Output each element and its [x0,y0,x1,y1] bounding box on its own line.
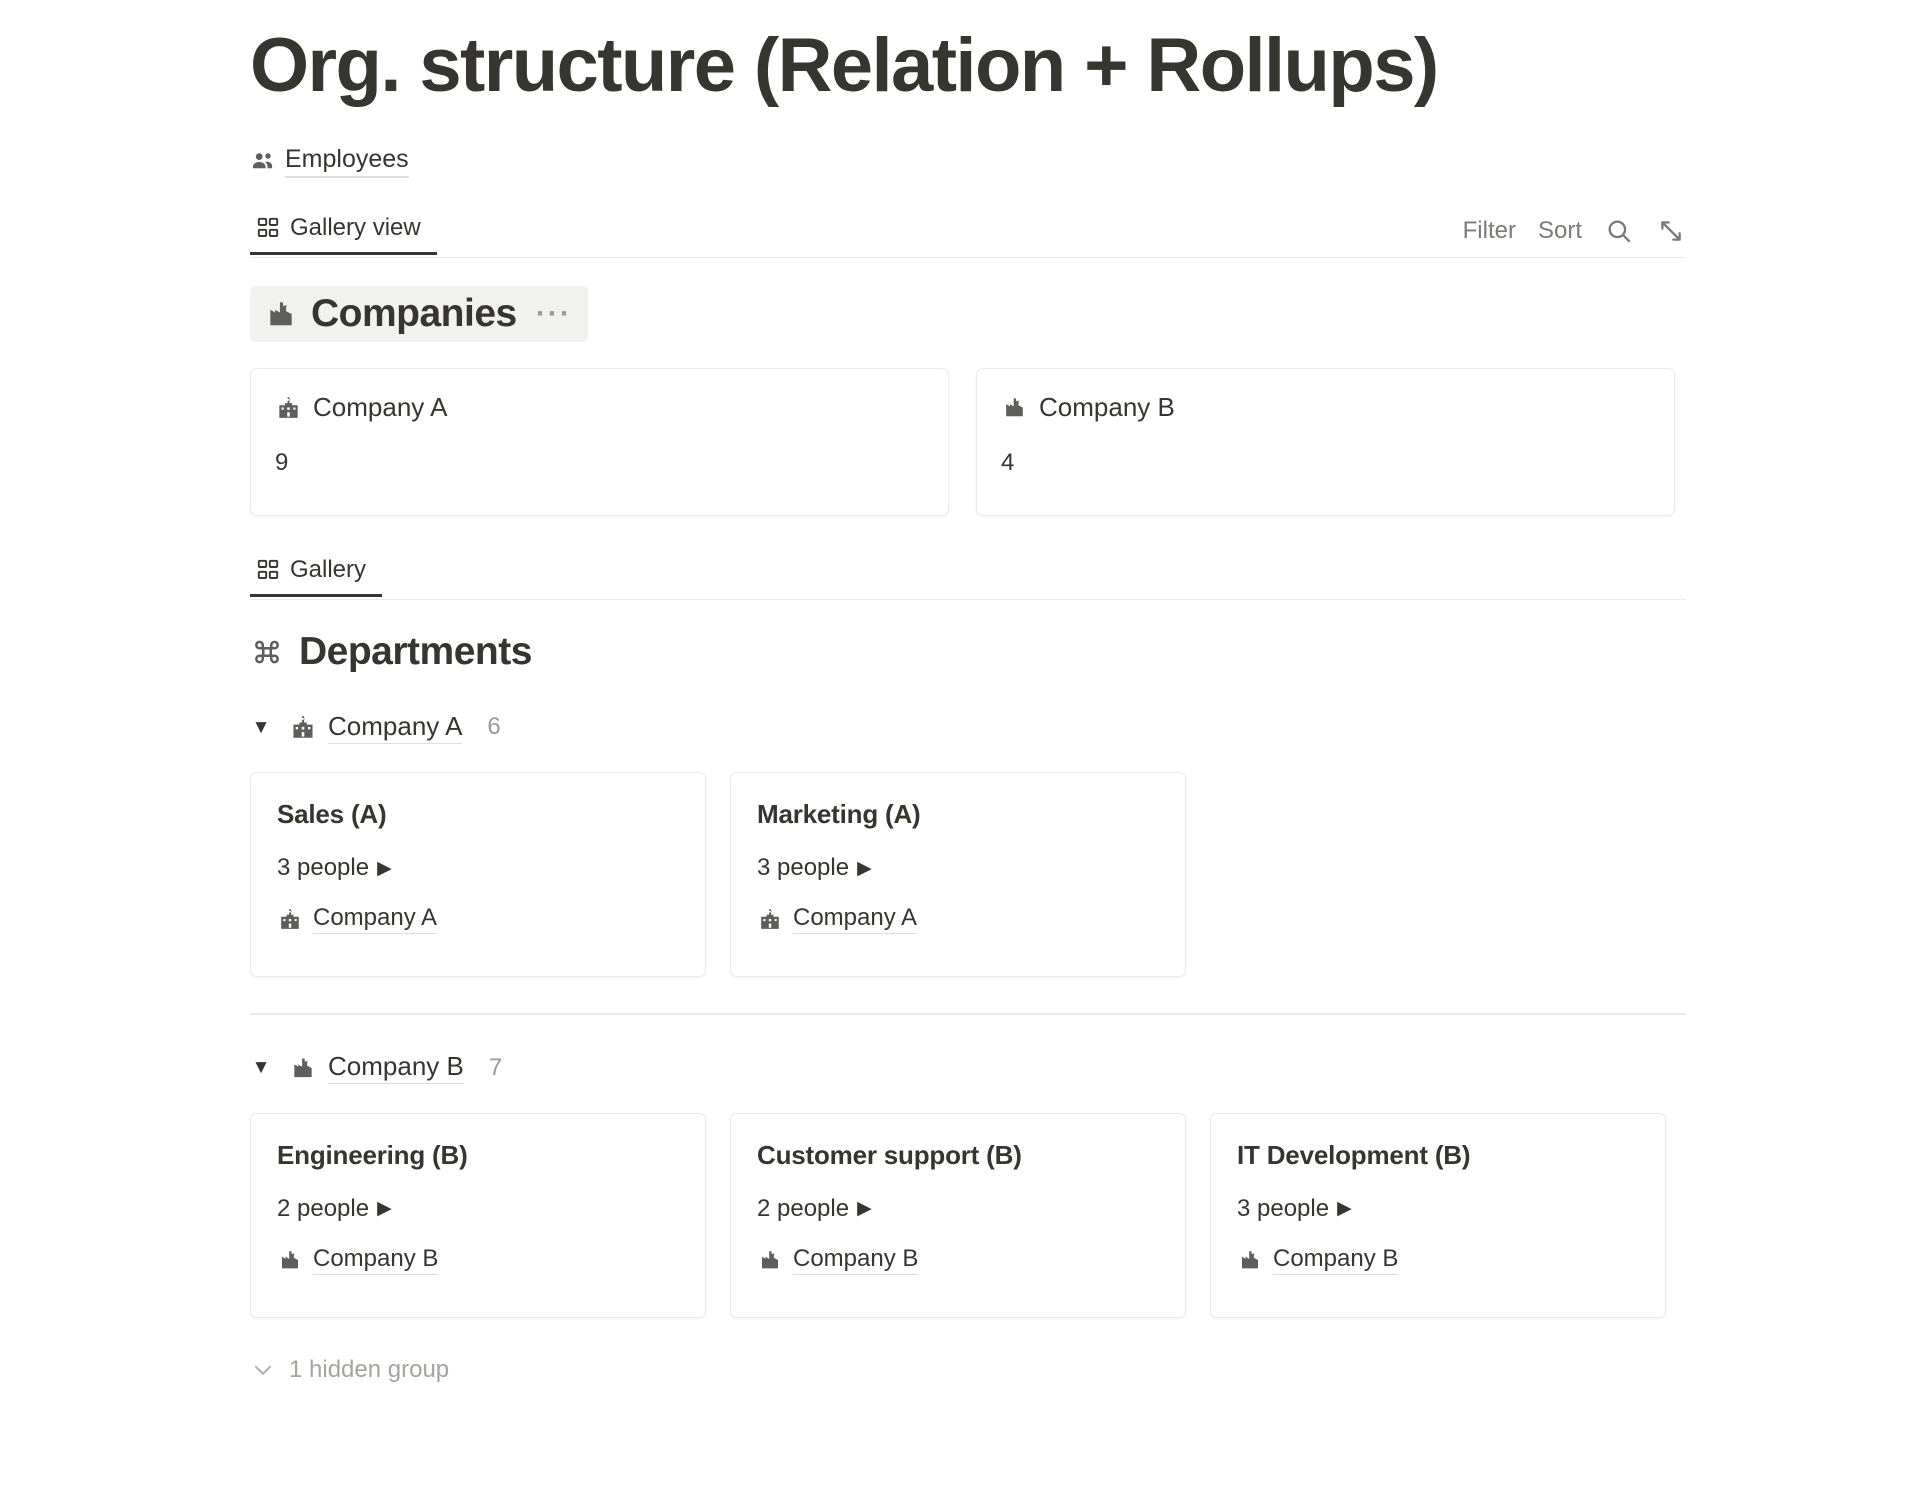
school-building-icon [289,714,316,741]
tab-gallery-view[interactable]: Gallery view [250,214,437,255]
sort-button[interactable]: Sort [1537,217,1582,244]
department-people-count: 2 people [757,1194,850,1222]
department-card[interactable]: Sales (A) 3 people ▶ [250,772,706,977]
department-name: IT Development (B) [1237,1139,1471,1170]
department-name: Sales (A) [277,799,387,829]
gallery-grid-icon [256,216,280,240]
department-people-rollup: 3 people ▶ [1237,1195,1639,1223]
page-content: Org. structure (Relation + Rollups) Empl… [250,28,1686,1384]
section-heading-companies-label: Companies [311,292,517,335]
school-building-icon [757,907,782,932]
department-people-count: 3 people [757,854,850,881]
expand-diagonal-icon[interactable] [1656,216,1686,246]
breadcrumb[interactable]: Employees [250,144,1686,178]
view-toolbar: Gallery view Filter Sort [250,210,1686,258]
search-icon[interactable] [1604,216,1634,246]
company-card[interactable]: Company A 9 [250,368,949,516]
group-header-company-a[interactable]: ▼ Company A 6 [250,708,1686,746]
page-title: Org. structure (Relation + Rollups) [250,23,1439,108]
department-company-label[interactable]: Company B [793,1245,919,1275]
hidden-group-toggle[interactable]: 1 hidden group [250,1356,1686,1384]
department-people-count: 3 people [1237,1194,1330,1222]
department-company-label[interactable]: Company A [793,904,918,934]
tab-gallery-view-label: Gallery view [290,214,421,241]
play-triangle-icon[interactable]: ▶ [1337,1198,1352,1219]
department-company-relation[interactable]: Company A [757,904,1159,934]
filter-button[interactable]: Filter [1462,217,1516,244]
department-name: Engineering (B) [277,1139,468,1170]
department-company-label[interactable]: Company B [1273,1245,1399,1275]
department-people-rollup: 2 people ▶ [757,1195,1159,1223]
company-card-name: Company B [1039,392,1175,422]
caret-down-icon[interactable]: ▼ [251,1057,271,1078]
department-company-relation[interactable]: Company B [1237,1245,1639,1275]
section-heading-companies[interactable]: Companies ··· [250,286,588,342]
departments-view-toolbar: Gallery [250,552,1686,600]
department-people-count: 3 people [277,854,370,881]
departments-gallery-company-b: Engineering (B) 2 people ▶ Company B Cus… [250,1112,1686,1318]
department-name: Customer support (B) [757,1139,1022,1170]
company-card-title-row: Company A [275,391,924,423]
department-people-rollup: 3 people ▶ [277,854,679,882]
companies-gallery: Company A 9 Company B 4 [250,368,1686,516]
department-people-rollup: 2 people ▶ [277,1195,679,1223]
department-company-relation[interactable]: Company A [277,904,679,934]
hidden-group-label: 1 hidden group [289,1355,450,1383]
view-tab-list: Gallery view [250,210,437,257]
department-people-rollup: 3 people ▶ [757,854,1159,882]
group-divider [250,1013,1686,1015]
factory-icon [1001,394,1027,420]
school-building-icon [277,907,302,932]
play-triangle-icon[interactable]: ▶ [857,1198,872,1219]
department-name: Marketing (A) [757,799,921,829]
group-header-company-b[interactable]: ▼ Company B 7 [250,1049,1686,1087]
command-icon [250,635,284,669]
tab-gallery-label: Gallery [290,556,367,583]
department-card[interactable]: Marketing (A) 3 people ▶ [730,772,1186,977]
chevron-down-icon [250,1357,276,1383]
play-triangle-icon[interactable]: ▶ [857,857,872,879]
notion-page: Org. structure (Relation + Rollups) Empl… [0,28,1916,1384]
gallery-grid-icon [256,558,280,582]
department-company-label[interactable]: Company B [313,1245,439,1275]
caret-down-icon[interactable]: ▼ [251,716,271,738]
factory-icon [264,297,298,331]
company-card-name: Company A [313,392,448,422]
section-heading-departments: Departments [250,630,532,674]
toolbar-actions: Filter Sort [1463,216,1686,257]
breadcrumb-label[interactable]: Employees [285,144,409,178]
play-triangle-icon[interactable]: ▶ [377,857,392,879]
more-options-icon[interactable]: ··· [535,297,572,330]
departments-gallery-company-a: Sales (A) 3 people ▶ [250,772,1686,977]
factory-icon [1237,1247,1262,1272]
company-card-value: 9 [275,449,289,476]
department-company-label[interactable]: Company A [313,904,438,934]
company-card-value: 4 [1001,449,1015,476]
tab-gallery[interactable]: Gallery [250,556,383,597]
school-building-icon [275,394,301,420]
department-company-relation[interactable]: Company B [277,1245,679,1275]
factory-icon [289,1054,316,1081]
people-group-icon [250,148,276,174]
factory-icon [277,1247,302,1272]
group-count: 6 [487,713,501,740]
company-card[interactable]: Company B 4 [976,368,1675,516]
factory-icon [757,1247,782,1272]
department-card[interactable]: Customer support (B) 2 people ▶ Company … [730,1112,1186,1318]
department-people-count: 2 people [277,1194,370,1222]
group-label[interactable]: Company B [328,1051,464,1084]
group-label[interactable]: Company A [328,711,463,744]
department-company-relation[interactable]: Company B [757,1245,1159,1275]
play-triangle-icon[interactable]: ▶ [377,1198,392,1219]
department-card[interactable]: Engineering (B) 2 people ▶ Company B [250,1112,706,1318]
section-heading-departments-label: Departments [299,630,532,673]
departments-view-tab-list: Gallery [250,552,383,599]
group-count: 7 [488,1053,503,1081]
department-card[interactable]: IT Development (B) 3 people ▶ Company B [1210,1112,1666,1318]
company-card-title-row: Company B [1001,391,1650,423]
